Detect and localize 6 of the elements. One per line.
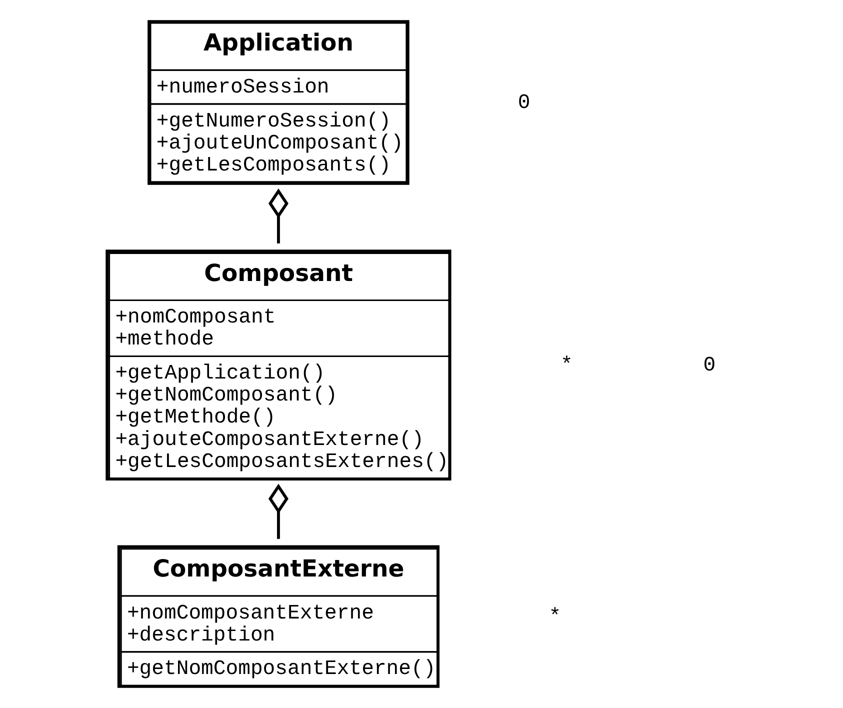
- connector: [268, 188, 288, 244]
- label: *: [548, 606, 562, 629]
- label: *: [560, 354, 573, 378]
- label: 0: [518, 92, 530, 115]
- connector: [268, 484, 288, 539]
- label: 0: [703, 354, 716, 378]
